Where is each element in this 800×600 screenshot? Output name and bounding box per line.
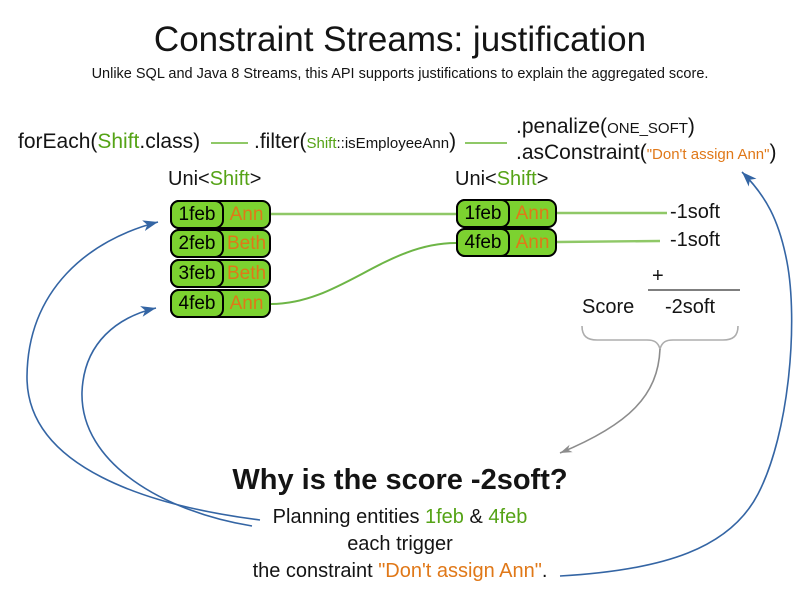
- uni-shift-label-left: Uni<Shift>: [168, 168, 261, 191]
- shift-employee-cell: Beth: [226, 262, 267, 284]
- explanation-line-3: the constraint "Don't assign Ann".: [0, 560, 800, 583]
- shift-employee-cell: Ann: [229, 292, 264, 314]
- shift-row-1feb: 1feb Ann: [170, 200, 271, 229]
- explanation-line-1: Planning entities 1feb & 4feb: [0, 506, 800, 529]
- page-subtitle: Unlike SQL and Java 8 Streams, this API …: [91, 66, 709, 82]
- shift-type-token: Shift: [306, 135, 337, 152]
- match-score-1: -1soft: [670, 201, 721, 223]
- shift-type-token: Shift: [97, 130, 140, 153]
- connector-left4feb-right4feb: [270, 242, 457, 305]
- penalize-arg: ONE_SOFT: [607, 120, 688, 137]
- matched-row-1feb: 1feb Ann: [456, 199, 557, 228]
- score-total: -2soft: [665, 296, 716, 318]
- connector-right4feb-score: [556, 239, 661, 244]
- uni-shift-label-right: Uni<Shift>: [455, 168, 548, 191]
- asconstraint-call: .asConstraint("Don't assign Ann"): [516, 141, 776, 165]
- penalize-call: .penalize(ONE_SOFT): [516, 115, 695, 139]
- explanation-line-2: each trigger: [347, 533, 453, 555]
- match-score-2: -1soft: [670, 229, 721, 251]
- filter-method-ref: ::isEmployeeAnn: [336, 135, 450, 152]
- shift-row-2feb: 2feb Beth: [170, 229, 271, 258]
- filter-call: .filter(Shift::isEmployeeAnn): [254, 130, 456, 154]
- constraint-name-string: "Don't assign Ann": [646, 146, 770, 163]
- uni-post: >: [249, 168, 262, 190]
- line1-pre: Planning entities: [272, 506, 425, 528]
- shift-type-token: Shift: [496, 168, 537, 190]
- sum-line: [648, 289, 740, 291]
- uni-post: >: [536, 168, 549, 190]
- shift-date-cell: 4feb: [456, 228, 510, 257]
- asconstraint-post: ): [769, 141, 777, 164]
- shift-row-3feb: 3feb Beth: [170, 259, 271, 288]
- entity-4feb-token: 4feb: [488, 506, 528, 528]
- uni-pre: Uni<: [455, 168, 497, 190]
- shift-date-cell: 4feb: [170, 289, 224, 318]
- shift-date-cell: 2feb: [170, 229, 224, 258]
- arrow-score-to-why-heading: [559, 348, 661, 454]
- foreach-call: forEach(Shift.class): [18, 130, 200, 154]
- shift-employee-cell: Ann: [515, 202, 550, 224]
- line3-pre: the constraint: [252, 560, 379, 582]
- foreach-pre: forEach(: [18, 130, 98, 153]
- uni-pre: Uni<: [168, 168, 210, 190]
- score-brace: [581, 325, 739, 352]
- shift-type-token: Shift: [209, 168, 250, 190]
- penalize-pre: .penalize(: [516, 115, 608, 138]
- page-title: Constraint Streams: justification: [153, 20, 647, 59]
- filter-post: ): [449, 130, 457, 153]
- shift-employee-cell: Ann: [229, 203, 264, 225]
- shift-employee-cell: Beth: [226, 232, 267, 254]
- entity-1feb-token: 1feb: [425, 506, 464, 528]
- score-label: Score: [582, 296, 635, 318]
- shift-date-cell: 1feb: [170, 200, 224, 229]
- why-heading: Why is the score -2soft?: [232, 464, 568, 496]
- asconstraint-pre: .asConstraint(: [516, 141, 647, 164]
- constraint-name-token: "Don't assign Ann": [378, 560, 542, 582]
- plus-sign: +: [652, 265, 664, 287]
- shift-date-cell: 1feb: [456, 199, 510, 228]
- shift-date-cell: 3feb: [170, 259, 224, 288]
- filter-pre: .filter(: [254, 130, 307, 153]
- penalize-post: ): [687, 115, 695, 138]
- shift-row-4feb: 4feb Ann: [170, 289, 271, 318]
- matched-row-4feb: 4feb Ann: [456, 228, 557, 257]
- line3-post: .: [541, 560, 548, 582]
- line1-amp: &: [463, 506, 489, 528]
- shift-employee-cell: Ann: [515, 231, 550, 253]
- foreach-post: .class): [139, 130, 201, 153]
